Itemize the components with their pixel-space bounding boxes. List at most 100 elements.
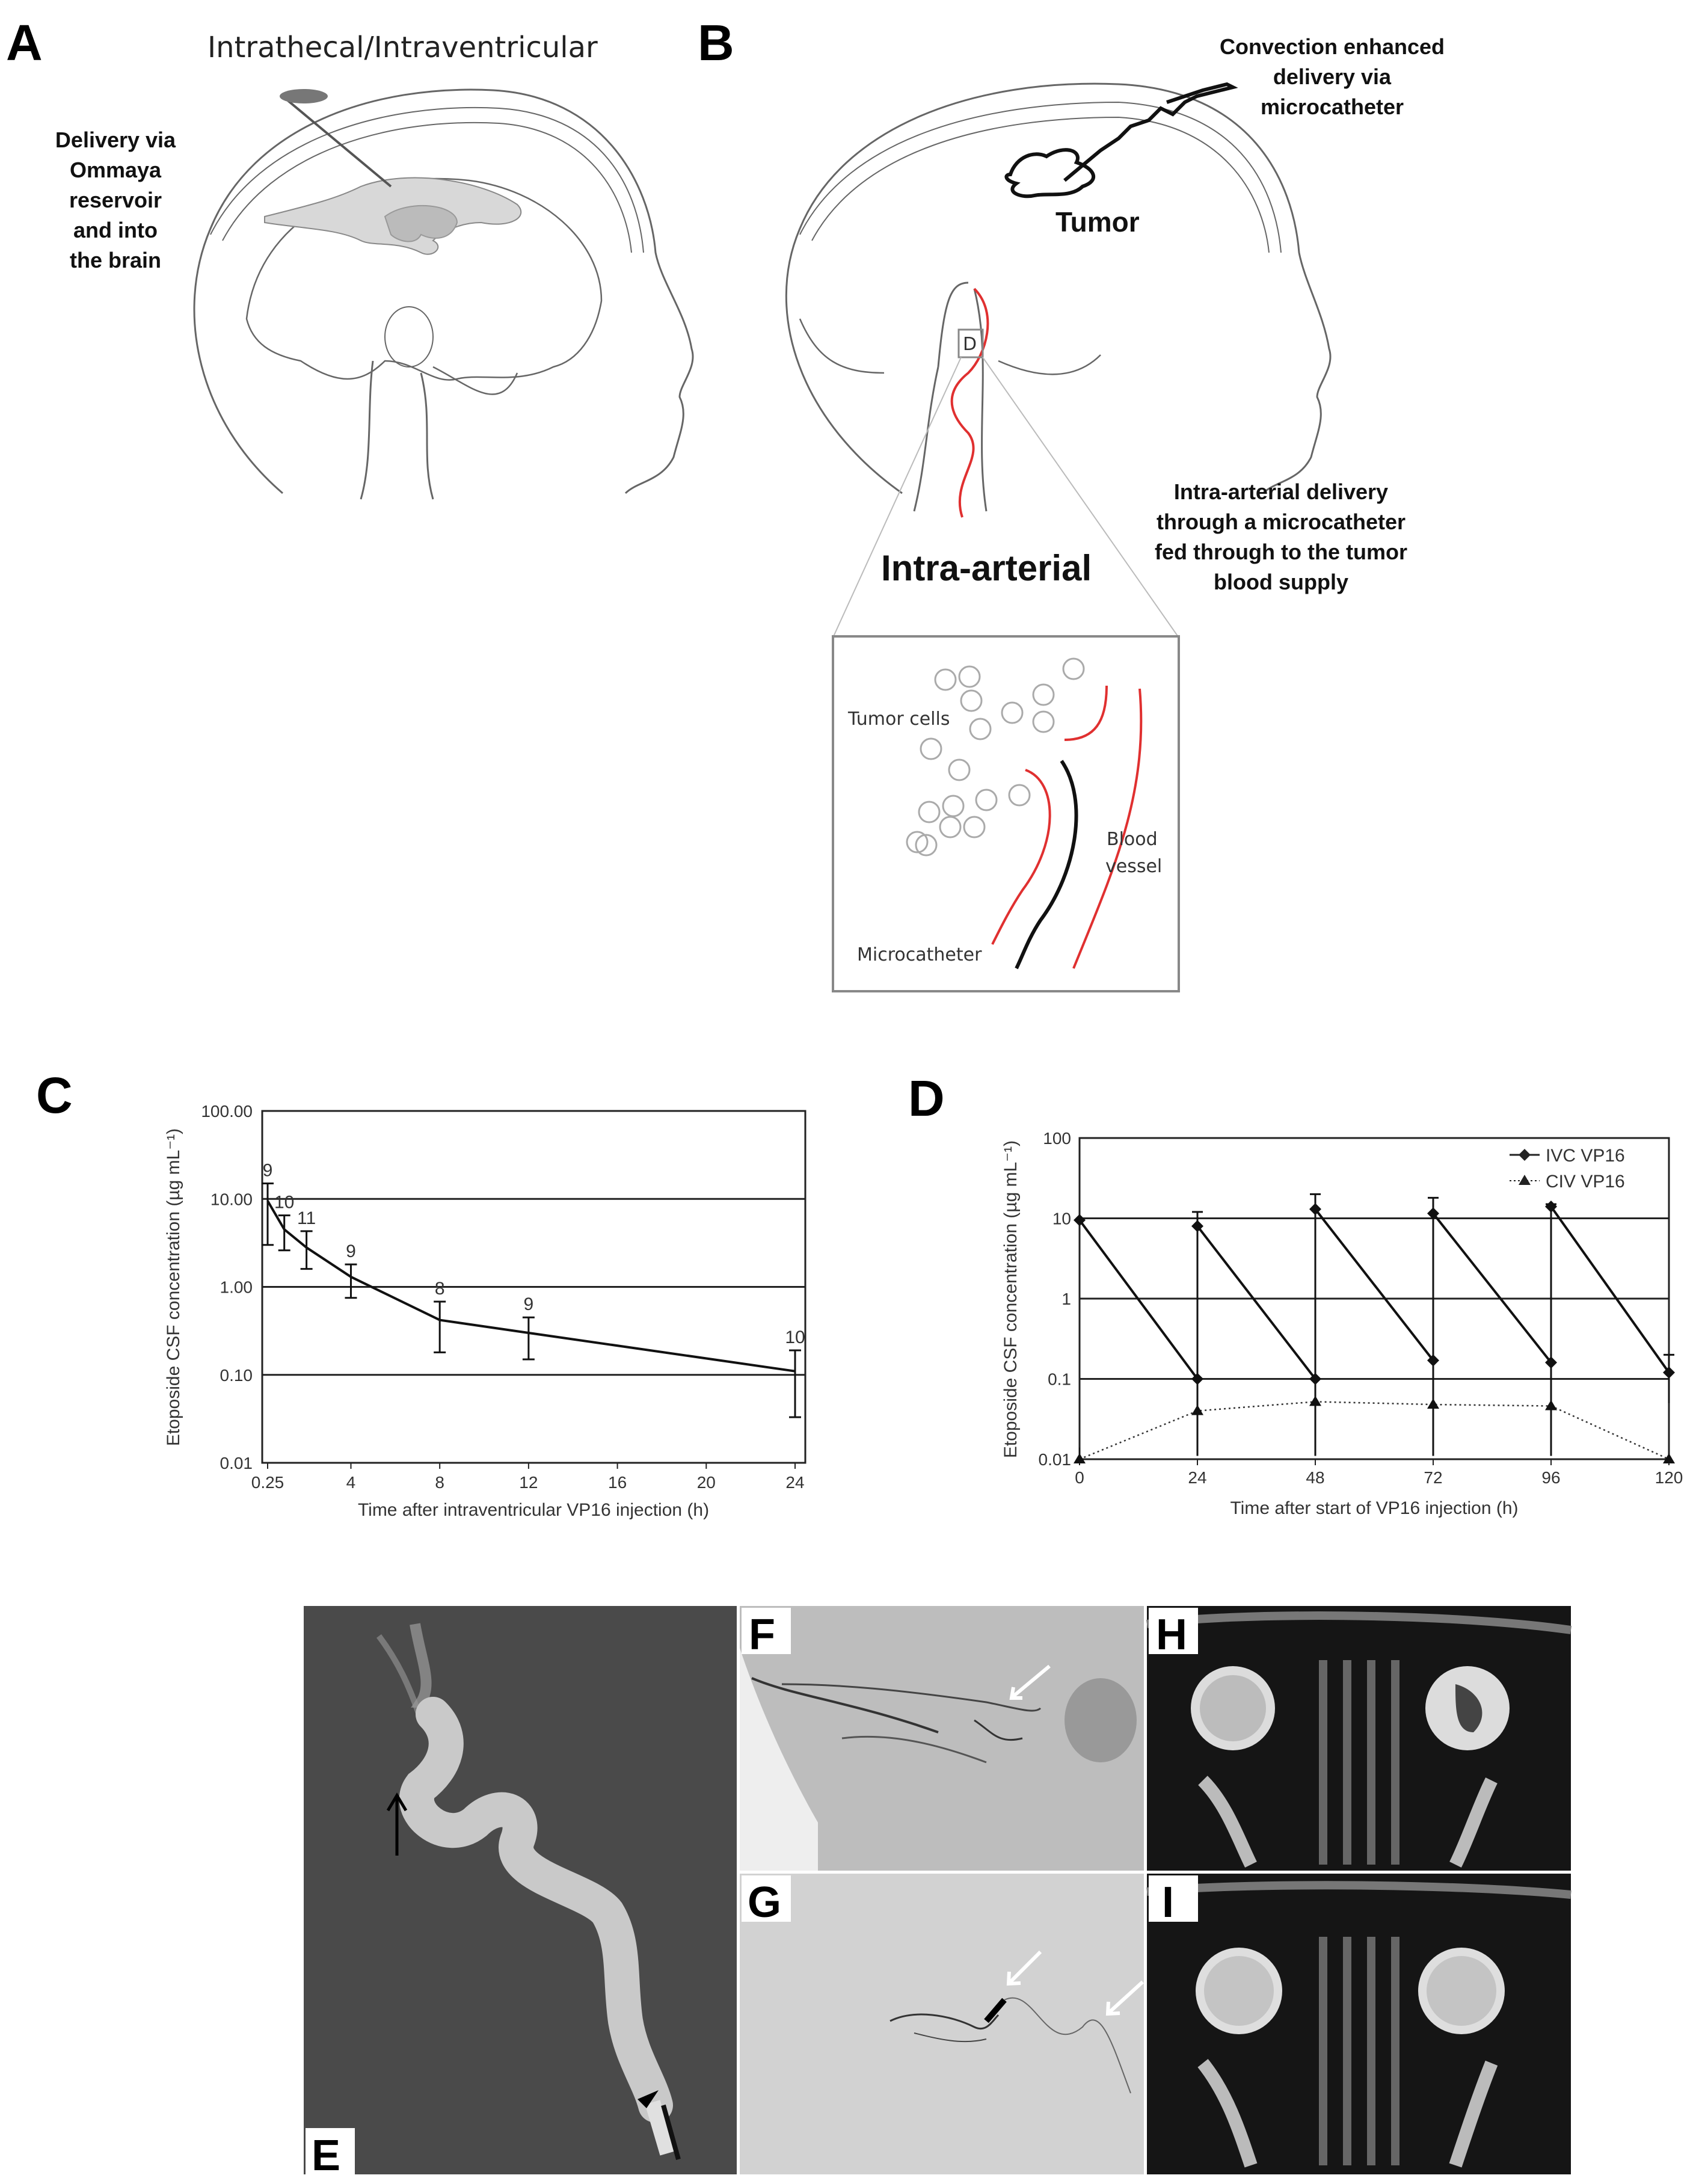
vessel-wall-inner (991, 769, 1051, 945)
ced-note-line-1: Convection enhanced (1220, 34, 1445, 59)
tumor-cells-label: Tumor cells (847, 709, 950, 730)
ia-note-line-1: Intra-arterial delivery (1174, 479, 1388, 504)
carotid-vessel (399, 1697, 673, 2123)
chart-c-x-tick-label: 12 (519, 1473, 538, 1492)
chart-d: D Time after start of VP16 injection (h)… (908, 1070, 1683, 1518)
intra-arterial-title: Intra-arterial (881, 548, 1092, 588)
chart-c-x-tick-label: 24 (785, 1473, 804, 1492)
ommaya-reservoir (280, 89, 328, 103)
zoom-leader-left (832, 357, 962, 638)
chart-c-n-label: 10 (785, 1327, 805, 1347)
ia-note-line-4: blood supply (1214, 570, 1348, 594)
panel-a-title: Intrathecal/Intraventricular (207, 31, 598, 64)
chart-d-civ-point (1663, 1453, 1675, 1463)
vessel-label: vessel (1105, 856, 1162, 877)
chart-c-x-tick-label: 4 (346, 1473, 356, 1492)
panel-letter-g: G (748, 1878, 781, 1927)
ommaya-catheter (281, 95, 392, 188)
chart-d-civ-line (1079, 1401, 1670, 1460)
inset-intra-arterial: Tumor cells Blood vessel Microcatheter (832, 635, 1180, 992)
panel-letter-a: A (6, 14, 43, 71)
panel-e-angiogram: E (304, 1606, 737, 2180)
chart-c-x-tick-label: 0.25 (251, 1473, 284, 1492)
chart-c-y-tick-label: 100.00 (201, 1102, 253, 1121)
chart-c-y-tick-label: 0.10 (220, 1366, 253, 1385)
chart-c-x-tick-label: 8 (435, 1473, 444, 1492)
tumor-cells-cluster (906, 657, 1085, 857)
panel-h-mri: H (1146, 1606, 1571, 1871)
panel-letter-d: D (908, 1070, 945, 1127)
chart-d-ivc-segment (1432, 1213, 1552, 1364)
chart-d-x-tick-label: 96 (1541, 1468, 1560, 1487)
ommaya-note-line-1: Delivery via (55, 128, 176, 152)
ced-note-line-2: delivery via (1273, 64, 1392, 89)
chart-c-ylabel: Etoposide CSF concentration (µg mL⁻¹) (164, 1128, 183, 1446)
chart-d-y-tick-label: 100 (1043, 1129, 1071, 1148)
chart-c-y-tick-label: 10.00 (210, 1190, 253, 1208)
panel-letter-f: F (749, 1611, 775, 1659)
chart-c-n-label: 9 (346, 1241, 356, 1261)
ommaya-note-line-2: Ommaya (70, 158, 162, 182)
arrow-icon (1105, 1980, 1144, 2016)
panel-letter-i: I (1162, 1878, 1174, 1927)
chart-d-x-tick-label: 72 (1424, 1468, 1442, 1487)
chart-d-series (1074, 1193, 1675, 1463)
chart-c-x-ticks: 0.25 4 8 12 16 20 24 (251, 1463, 805, 1492)
panel-letter-h: H (1156, 1611, 1187, 1659)
chart-d-y-tick-label: 1 (1061, 1290, 1071, 1308)
arrowhead-icon (638, 2090, 659, 2108)
chart-d-ivc-segment (1078, 1219, 1199, 1380)
chart-c-n-label: 8 (435, 1279, 445, 1299)
chart-c-n-label: 11 (297, 1208, 316, 1228)
chart-d-legend: IVC VP16 CIV VP16 (1510, 1146, 1625, 1192)
panel-g-angiogram: G (740, 1874, 1144, 2174)
zoom-box-label: D (963, 334, 977, 355)
head-sagittal-drawing-b (785, 82, 1332, 512)
chart-d-xlabel: Time after start of VP16 injection (h) (1230, 1498, 1518, 1518)
ommaya-note-line-5: the brain (70, 248, 161, 272)
chart-c-n-label: 10 (274, 1193, 294, 1213)
chart-c-y-tick-label: 0.01 (220, 1454, 253, 1472)
ia-note-line-2: through a microcatheter (1157, 509, 1406, 534)
zoom-leader-right (982, 357, 1179, 638)
chart-c-x-tick-label: 20 (697, 1473, 716, 1492)
chart-d-gridlines (1080, 1217, 1669, 1380)
ommaya-note-line-3: reservoir (69, 188, 162, 212)
chart-c-n-label: 9 (263, 1160, 273, 1180)
chart-d-ivc-segment (1314, 1208, 1434, 1361)
tumor-label: Tumor (1055, 206, 1140, 238)
microcatheter-label: Microcatheter (857, 944, 982, 965)
zoom-box-d (957, 328, 984, 358)
panel-i-mri: I (1146, 1874, 1571, 2174)
panel-b: B Convection enhanced delivery via micro… (698, 14, 1445, 992)
artery-red (950, 288, 989, 518)
chart-c: C Time after intraventricular VP16 injec… (36, 1067, 806, 1520)
chart-d-ylabel: Etoposide CSF concentration (µg mL⁻¹) (1001, 1140, 1021, 1458)
chart-d-ivc-point (1074, 1214, 1086, 1226)
panel-f-fluoroscopy: F (740, 1606, 1144, 1871)
arrow-icon (1006, 1950, 1042, 1986)
tumor-outline (1004, 148, 1096, 198)
arrow-icon (1009, 1664, 1051, 1700)
ommaya-note-line-4: and into (73, 218, 158, 242)
chart-c-xlabel: Time after intraventricular VP16 injecti… (358, 1500, 709, 1520)
chart-c-gridlines (262, 1198, 805, 1376)
blood-label: Blood (1107, 829, 1158, 850)
chart-d-x-tick-label: 0 (1075, 1468, 1084, 1487)
legend-civ: CIV VP16 (1546, 1172, 1625, 1192)
ia-note-line-3: fed through to the tumor (1155, 540, 1407, 564)
panel-a: A Intrathecal/Intraventricular Delivery … (6, 14, 694, 500)
chart-d-ivc-segment (1550, 1205, 1670, 1374)
vessel-wall-outer (1072, 688, 1143, 969)
third-ventricle-a (384, 205, 458, 242)
ced-microcatheter (1063, 82, 1238, 182)
chart-c-x-tick-label: 16 (608, 1473, 627, 1492)
panel-letter-b: B (698, 14, 734, 71)
chart-d-x-tick-label: 24 (1188, 1468, 1206, 1487)
legend-ivc: IVC VP16 (1546, 1146, 1625, 1166)
